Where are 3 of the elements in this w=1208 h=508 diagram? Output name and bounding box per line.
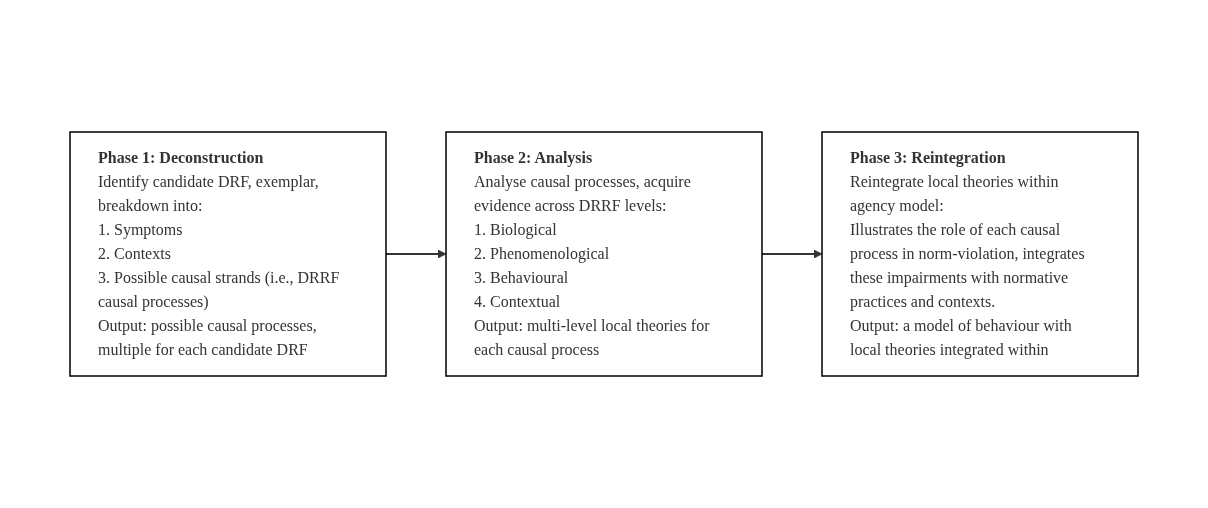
node-box: Phase 2: Analysis Analyse causal processes, acquire evidence across DRRF levels: 1. Biological 2. Phenomenological 3. Behavioural 4. Contextual Output: multi-level local theories for each causal process (445, 131, 763, 377)
node-box: Phase 3: Reintegration Reintegrate local theories within agency model: Illustrates the role of each causal process in norm-violation, integrates these impairments with normative practices and contexts. Output: a model of behaviour with local theories integrated within (821, 131, 1139, 377)
node-box: Phase 1: Deconstruction Identify candidate DRF, exemplar, breakdown into: 1. Symptoms 2. Contexts 3. Possible causal strands (i.e., DRRF causal processes) Output: possible causal processes, multiple for each candidate DRF (69, 131, 387, 377)
